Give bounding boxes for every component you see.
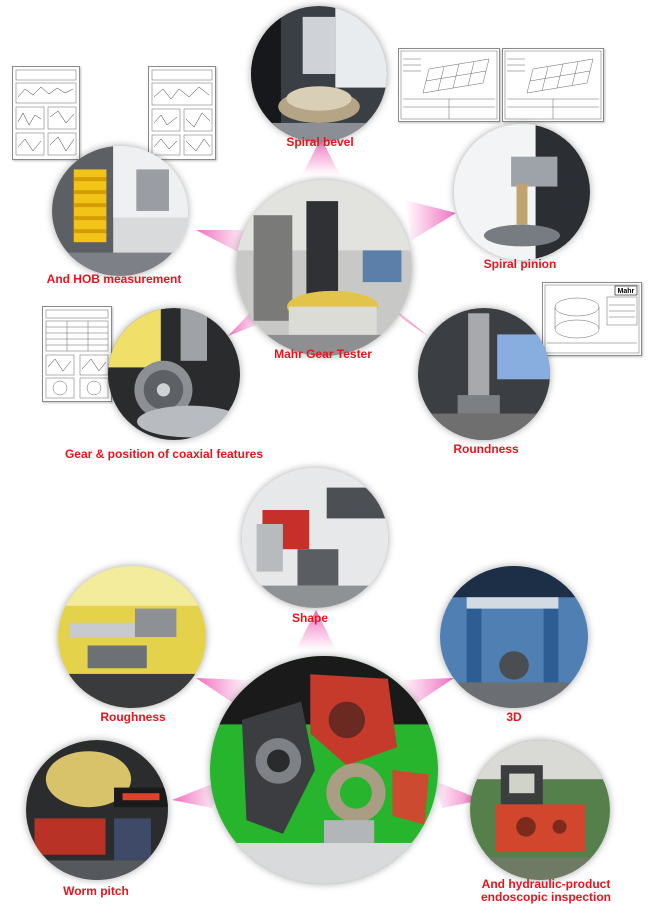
photo-gear-position [108,308,240,440]
roundness-report-sheet: Mahr [542,282,642,356]
photo-spiral-pinion [454,124,590,260]
label-hydraulic-line2: endoscopic inspection [480,890,612,904]
hob-report-sheet-2 [148,66,216,160]
photo-roughness [58,566,206,708]
arrow-to-worm-pitch [172,780,222,808]
photo-hydraulic-inspection [470,740,610,880]
label-shape: Shape [291,611,329,625]
label-hydraulic-line1: And hydraulic-product [481,877,611,891]
photo-hob-measurement [52,146,188,276]
mahr-logo: Mahr [618,288,635,295]
photo-worm-pitch [26,740,168,880]
bevel-report-sheet-1 [398,48,500,122]
arrow-to-hob [196,230,250,252]
label-spiral-bevel: Spiral bevel [286,135,354,149]
label-worm-pitch: Worm pitch [63,884,129,898]
arrow-to-spiral-pinion [405,200,456,240]
arrow-to-3d [400,678,454,705]
hob-report-sheet-1 [12,66,80,160]
photo-spiral-bevel [251,6,387,142]
label-roundness: Roundness [453,442,519,456]
gear-report-sheet [42,306,112,402]
label-roughness: Roughness [100,710,166,724]
photo-3d [440,566,588,708]
label-gear-position: Gear & position of coaxial features [64,447,264,461]
label-spiral-pinion: Spiral pinion [483,257,557,271]
photo-shape [242,468,388,608]
label-hob-measurement: And HOB measurement [46,272,182,286]
arrow-to-spiral-bevel [302,138,340,175]
arrow-to-hydraulic [432,780,482,808]
arrow-to-shape [296,610,336,650]
label-3d: 3D [506,710,522,724]
photo-gearbox-parts [210,656,438,884]
label-mahr-gear-tester: Mahr Gear Tester [274,347,372,361]
photo-roundness [418,308,550,440]
bevel-report-sheet-2 [502,48,604,122]
photo-mahr-gear-tester [236,180,412,356]
